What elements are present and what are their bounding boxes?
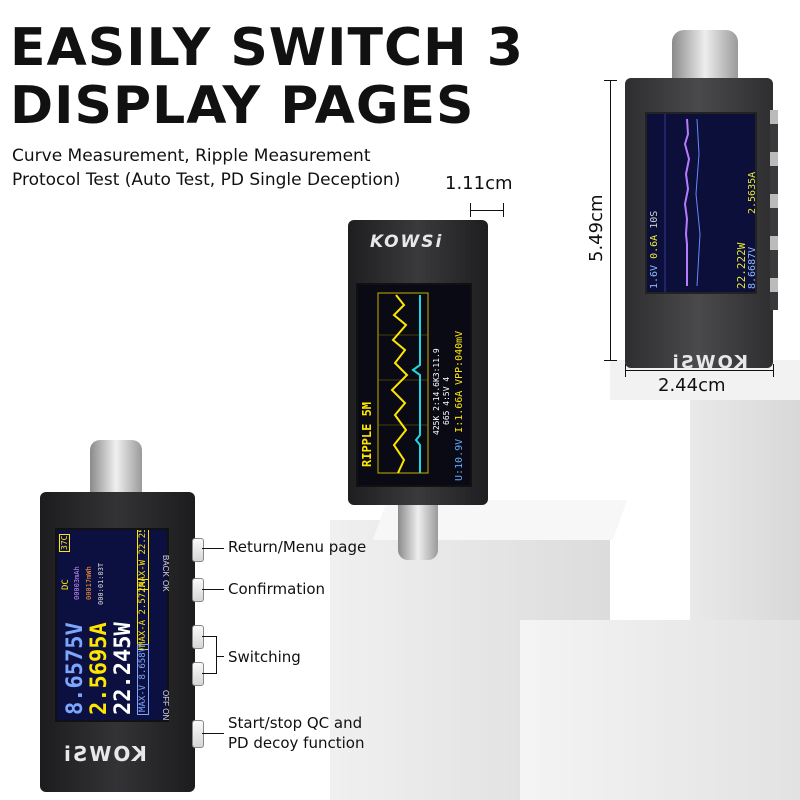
- callout-return-menu: Return/Menu page: [228, 538, 367, 556]
- usb-c-plug-middle: [398, 505, 438, 560]
- device-right-screen: 22.222W 2.5635A 8.6687V 1.6V 0.6A 10S: [645, 112, 757, 294]
- main-temp: 37C: [60, 535, 69, 550]
- dim-width-cap-right: [773, 364, 774, 377]
- podium-front: [520, 620, 800, 800]
- subtitle-line-1: Curve Measurement, Ripple Measurement: [12, 146, 371, 166]
- ripple-info-1: 425K 2:14.6K3:11.9: [432, 348, 441, 435]
- ripple-info-2: 665 4:5V 4: [442, 376, 451, 425]
- logo-left: KOWSi: [62, 742, 147, 766]
- main-timer: 000:01:03T: [97, 562, 105, 605]
- dim-height-cap-top: [604, 80, 617, 81]
- callout-line-back: [202, 548, 224, 549]
- curve-min-a: 0.6A: [649, 234, 660, 259]
- main-max-w: 22.25W: [138, 528, 148, 555]
- main-energy: 00017mWh: [85, 566, 93, 600]
- device-middle-screen: RIPPLE 5M VPP:040mV U:10.9V I:1.66A 425K…: [356, 283, 472, 487]
- callout-switching: Switching: [228, 648, 301, 666]
- ripple-vpp: VPP:040mV: [454, 330, 465, 385]
- ripple-trace-yellow: [390, 294, 409, 474]
- button-up[interactable]: [192, 625, 204, 649]
- curve-current: 2.5635A: [747, 171, 757, 214]
- button-qc-pd-toggle[interactable]: [192, 720, 204, 748]
- callout-qc-line-2: PD decoy function: [228, 734, 365, 752]
- device-left-screen: 8.6575V 2.5695A 22.245W MAX-W 22.25W MAX…: [55, 528, 169, 722]
- main-current: 2.5695A: [87, 622, 112, 715]
- usb-c-plug-left: [90, 440, 142, 495]
- callout-qc-line-1: Start/stop QC and: [228, 714, 363, 732]
- button-back[interactable]: [192, 538, 204, 562]
- curve-time: 10S: [649, 210, 660, 229]
- main-power: 22.245W: [111, 622, 136, 715]
- right-side-buttons: [770, 110, 778, 310]
- dim-depth-cap-left: [470, 203, 471, 217]
- label-ok: OK: [161, 580, 170, 592]
- headline-line-2: DISPLAY PAGES: [10, 76, 475, 136]
- label-off-on: OFF ON: [161, 690, 170, 721]
- dim-width-label: 2.44cm: [658, 375, 726, 396]
- dim-height-line: [610, 80, 611, 360]
- button-down[interactable]: [192, 662, 204, 686]
- dim-height-label: 5.49cm: [586, 194, 607, 262]
- callout-line-up: [202, 636, 216, 637]
- ripple-trace-cyan: [411, 295, 421, 473]
- dim-width-line: [625, 370, 773, 371]
- headline-line-1: EASILY SWITCH 3: [10, 18, 524, 78]
- curve-voltage: 8.6687V: [747, 246, 757, 289]
- curve-graph: [664, 114, 701, 292]
- main-max-a: 2.572A: [138, 581, 148, 615]
- dim-height-cap-bottom: [604, 360, 617, 361]
- ripple-graph: [377, 292, 429, 474]
- dim-depth-cap-right: [503, 203, 504, 217]
- subtitle-line-2: Protocol Test (Auto Test, PD Single Dece…: [12, 170, 401, 190]
- main-mode: DC: [61, 579, 71, 590]
- callout-line-down: [202, 673, 216, 674]
- logo-middle: KOWSi: [370, 232, 444, 252]
- button-ok[interactable]: [192, 578, 204, 602]
- main-voltage: 8.6575V: [63, 622, 88, 715]
- ripple-i: I:1.66A: [454, 390, 465, 433]
- main-max-a-label: MAX-A: [138, 619, 148, 647]
- usb-c-plug-right: [672, 30, 738, 80]
- callout-line-switching: [216, 656, 224, 657]
- main-max-v-label: MAX-V: [138, 684, 148, 712]
- ripple-u: U:10.9V: [454, 438, 465, 481]
- curve-min-v: 1.6V: [649, 264, 660, 289]
- callout-confirmation: Confirmation: [228, 580, 326, 598]
- label-back: BACK: [161, 555, 170, 577]
- callout-line-ok: [202, 589, 224, 590]
- callout-line-qc: [202, 733, 224, 734]
- dim-width-cap-left: [625, 364, 626, 377]
- dim-depth-label: 1.11cm: [445, 173, 513, 194]
- callout-bracket: [216, 636, 217, 674]
- main-max-v: 8.658V: [138, 646, 148, 680]
- main-capacity: 00003mAh: [73, 566, 81, 600]
- dim-depth-line: [470, 210, 503, 211]
- ripple-title: RIPPLE 5M: [360, 401, 374, 467]
- curve-trace: [683, 118, 691, 286]
